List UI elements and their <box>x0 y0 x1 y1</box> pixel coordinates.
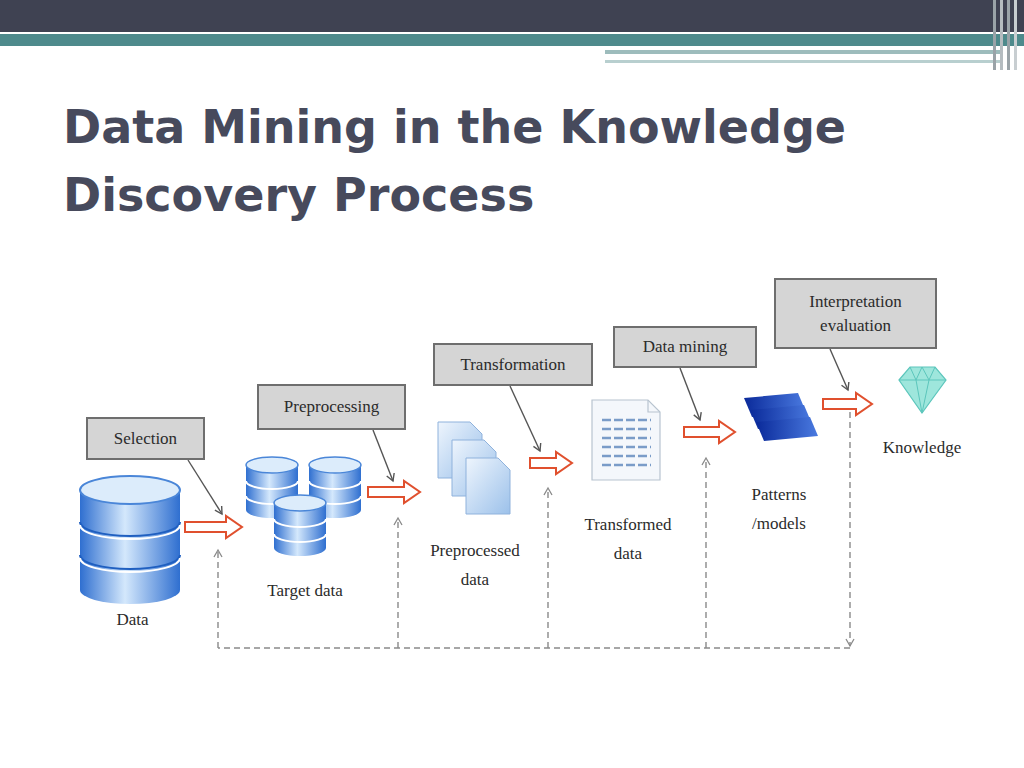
gem-facets <box>899 367 946 413</box>
flow-arrow <box>684 421 735 443</box>
database-ring <box>80 525 180 539</box>
process-box: Selection <box>86 417 205 460</box>
process-box: Interpretation evaluation <box>774 278 937 349</box>
data-stage: Target data <box>242 450 368 605</box>
sheet-page <box>592 400 660 480</box>
flow-arrow <box>368 481 420 503</box>
accent-stripe <box>1014 0 1017 70</box>
data-stage: Data <box>80 474 185 634</box>
accent-stripe <box>993 0 996 70</box>
sheet-row <box>602 446 651 449</box>
flow-arrow <box>530 452 572 474</box>
data-stage: Preprocessed data <box>420 415 530 594</box>
flow-arrow <box>823 393 872 415</box>
slide-title: Data Mining in the Knowledge Discovery P… <box>63 93 963 229</box>
database-top <box>309 457 361 473</box>
stage-label: Target data <box>242 576 368 605</box>
sheet-row <box>602 437 651 440</box>
feedback-line <box>849 412 850 646</box>
step-label: Interpretation evaluation <box>782 290 929 338</box>
accent-line <box>605 50 1000 54</box>
step-label: Selection <box>114 427 177 451</box>
leader-line <box>830 349 848 390</box>
stage-label: Preprocessed data <box>420 536 530 594</box>
process-box: Data mining <box>613 326 757 368</box>
document-page <box>466 458 510 514</box>
sheet-rows <box>602 420 651 465</box>
feedback-line <box>397 518 398 648</box>
feedback-line <box>705 458 706 648</box>
documents-icon <box>438 422 510 514</box>
spreadsheet-icon <box>592 400 660 480</box>
database-ring <box>274 519 326 527</box>
leader-line <box>373 430 393 481</box>
accent-stripe <box>1007 0 1010 70</box>
header-band <box>0 0 1024 32</box>
gem-body <box>899 367 946 413</box>
sheet-row <box>602 464 651 467</box>
database-ring <box>80 555 180 569</box>
database-top <box>274 495 326 511</box>
data-stage: Patterns /models <box>735 385 823 538</box>
database-ring <box>80 522 180 536</box>
stage-label: Patterns /models <box>735 480 823 538</box>
pattern-layer <box>756 417 818 441</box>
feedback-line <box>218 647 850 648</box>
database-ring <box>246 481 298 489</box>
leader-line <box>680 368 700 420</box>
database-ring <box>80 558 180 572</box>
process-box: Transformation <box>433 343 593 386</box>
step-label: Transformation <box>460 353 565 377</box>
flow-arrow <box>185 516 242 538</box>
leader-line <box>188 460 222 514</box>
diamond-icon <box>899 367 946 413</box>
database-ring <box>274 534 326 542</box>
feedback-lines <box>218 412 850 648</box>
leader-line <box>510 386 540 451</box>
stage-label: Data <box>80 605 185 634</box>
sheet-fold <box>648 400 660 412</box>
step-label: Preprocessing <box>284 395 379 419</box>
stage-label: Transformed data <box>572 510 684 568</box>
accent-stripe <box>1000 0 1003 70</box>
database-icon <box>274 495 326 556</box>
feedback-line <box>217 550 218 648</box>
stage-label: Knowledge <box>872 433 972 462</box>
sheet-row <box>602 455 651 458</box>
process-box: Preprocessing <box>257 384 406 430</box>
accent-band <box>0 34 1024 46</box>
data-stage: Knowledge <box>872 360 972 462</box>
data-stage: Transformed data <box>572 395 684 568</box>
step-label: Data mining <box>643 335 728 359</box>
accent-line <box>605 60 1000 63</box>
feedback-line <box>547 488 548 648</box>
database-ring <box>309 481 361 489</box>
sheet-row <box>602 428 651 431</box>
database-top <box>80 476 180 504</box>
database-top <box>246 457 298 473</box>
database-icon <box>80 476 180 604</box>
sheet-row <box>602 419 651 422</box>
patterns-icon <box>744 393 818 441</box>
